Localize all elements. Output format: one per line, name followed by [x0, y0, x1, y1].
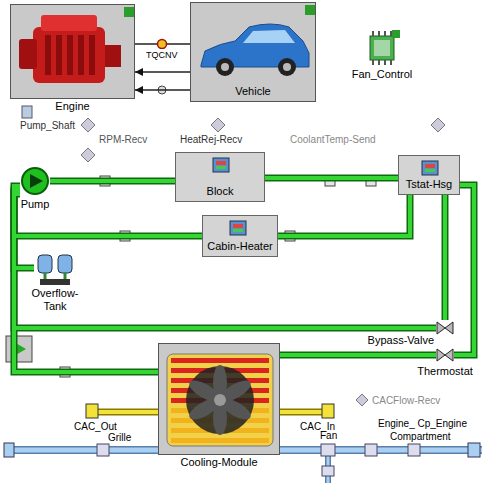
node-icon: [11, 5, 136, 100]
signal-label: CoolantTemp-Send: [290, 134, 376, 146]
signal-diamond: [211, 118, 225, 132]
signal-line: [135, 89, 190, 90]
vehicle-block: Vehicle: [190, 2, 316, 102]
signal-label: CACFlow-Recv: [372, 395, 440, 407]
signal-diamond: [81, 118, 95, 132]
pipe-outline: [442, 195, 449, 320]
charge-air-pipe: [92, 409, 160, 416]
pipe-outline: [135, 69, 190, 76]
signal-label: TQCNV: [146, 49, 178, 61]
node-icon: [436, 347, 454, 363]
node-icon: [159, 344, 281, 456]
node-label: Pump: [21, 198, 50, 211]
node-icon: [364, 30, 400, 66]
heater-block: Cabin-Heater: [202, 215, 278, 257]
node-label: Cabin-Heater: [207, 240, 272, 253]
air-fitting: [322, 466, 334, 476]
coolant-pipe: [14, 194, 158, 372]
part-label: Compartment: [390, 431, 451, 443]
pipe-outline: [278, 195, 410, 236]
coolant-pipe: [280, 353, 436, 357]
pipe-outline: [135, 87, 190, 94]
part-label: Fan: [320, 430, 337, 442]
pipe-outline: [135, 41, 190, 48]
thermostat-housing: Tstat-Hsg: [398, 155, 460, 195]
valve-symbol: Thermostat: [436, 347, 454, 363]
node-label: Cooling-Module: [180, 456, 257, 469]
pipe-outline: [265, 175, 398, 182]
node-icon: [436, 320, 454, 336]
charge-air-pipe: [92, 410, 160, 414]
valve-symbol: Bypass-Valve: [436, 320, 454, 336]
node-label: Overflow-Tank: [24, 287, 86, 313]
air-fitting: [408, 444, 420, 456]
node-label: Block: [207, 185, 234, 198]
overflow-tank: Overflow-Tank: [34, 253, 76, 285]
engine-block: Engine: [10, 4, 135, 99]
pipe-outline: [14, 192, 436, 328]
coolant-pipe: [454, 185, 474, 355]
coolant-pipe: [265, 176, 398, 180]
air-boundary: [4, 443, 14, 457]
node-label: Tstat-Hsg: [406, 178, 452, 191]
coolant-pipe: [50, 179, 175, 183]
coolant-pipe: [14, 192, 436, 328]
node-label: Engine: [55, 100, 89, 113]
coolant-pipe: [14, 190, 202, 236]
part-label: Engine_ Cp_Engine: [378, 418, 467, 430]
pipe-outline: [14, 194, 158, 372]
node-label: Vehicle: [235, 85, 270, 98]
signal-diamond: [81, 148, 95, 162]
coolant-pipe: [278, 195, 410, 236]
fan-fitting: [321, 444, 335, 456]
part-label: Grille: [108, 432, 131, 444]
port-label: CAC_Out: [74, 421, 117, 433]
node-label: Bypass-Valve: [368, 334, 434, 347]
controller-block: Fan_Control: [364, 30, 400, 66]
signal-label: HeatRej-Recv: [180, 134, 242, 146]
node-label: Thermostat: [417, 365, 473, 378]
coolant-pipe: [443, 195, 447, 320]
air-fitting: [365, 444, 377, 456]
air-boundary: [468, 443, 480, 457]
node-label: Fan_Control: [352, 68, 413, 81]
converter-symbol: [158, 40, 167, 49]
signal-line: [135, 71, 190, 72]
engine-block-component: Block: [175, 152, 265, 202]
shaft-symbol: [22, 106, 32, 118]
pipe-outline: [454, 185, 474, 355]
pump-block: Pump: [20, 166, 50, 196]
signal-diamond: [356, 394, 368, 406]
pipe-outline: [14, 190, 202, 236]
cooling-module: Cooling-Module: [158, 343, 280, 455]
pipe-outline: [50, 178, 175, 185]
pipe-outline: [280, 352, 436, 359]
node-icon: [34, 253, 76, 285]
signal-diamond: [431, 118, 445, 132]
air-fitting: [97, 444, 109, 456]
shaft-label: Pump_Shaft: [20, 120, 75, 132]
cac-outlet: [86, 404, 98, 418]
node-icon: [20, 166, 50, 196]
junction-box: [6, 336, 32, 362]
signal-label: RPM-Recv: [99, 134, 147, 146]
cac-inlet: [322, 404, 334, 418]
